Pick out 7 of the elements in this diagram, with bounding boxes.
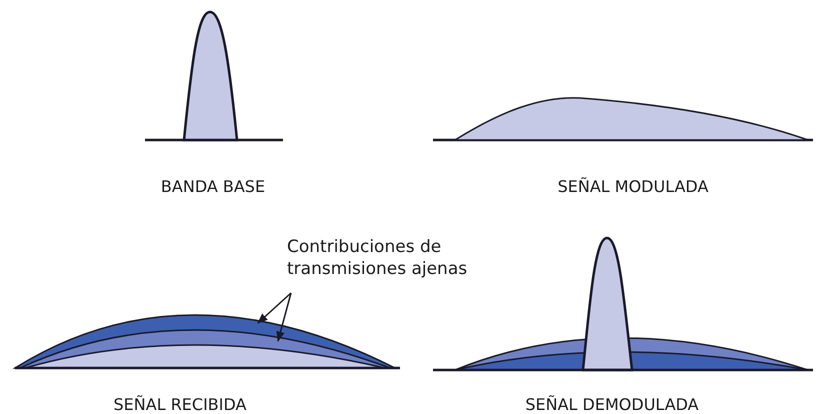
callout-text: Contribuciones de transmisiones ajenas: [287, 236, 487, 280]
leader-arrow: [257, 292, 292, 324]
caption-label: SEÑAL DEMODULADA: [525, 395, 699, 414]
caption-label: BANDA BASE: [160, 177, 266, 196]
leader-arrow: [276, 292, 292, 342]
caption-label: SEÑAL RECIBIDA: [114, 395, 246, 414]
caption-label: SEÑAL MODULADA: [558, 177, 708, 196]
